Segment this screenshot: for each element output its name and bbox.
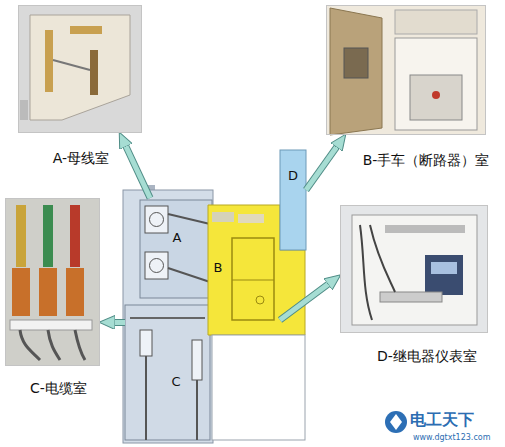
callout-arrow [100,322,125,323]
switchgear-cabinet-part [280,150,306,250]
switchgear-cabinet-part [140,330,152,356]
compartment-zone: B [208,205,280,335]
switchgear-cabinet-part [212,212,234,222]
cable-photo-part [66,268,84,316]
switchgear-cabinet-part [123,190,213,443]
cable-photo [5,198,100,366]
relay-photo [340,205,488,333]
arrow-head [100,322,112,323]
breaker-photo-part [432,91,440,99]
arrow-outline [280,283,330,320]
arrow-outline [306,145,338,190]
switchgear-cabinet-part [192,340,202,380]
switchgear-cabinet-part [168,268,210,282]
compartment-zone: D [280,150,306,250]
photo-panel: C-电缆室 [5,198,100,366]
relay-photo-part [385,225,465,233]
breaker-photo-part [410,75,462,120]
watermark-logo [385,411,407,433]
switchgear-cabinet-part [150,259,164,273]
compartment-letter: B [214,260,223,276]
compartment-letter: D [288,168,298,184]
switchgear-cabinet-part [196,380,198,440]
switchgear-cabinet-part [232,280,274,281]
arrow-shaft [280,283,330,320]
compartment-caption: D-继电器仪表室 [377,348,477,365]
compartment-zone: A [140,198,212,298]
relay-photo-part [352,215,477,325]
arrow-shaft [125,144,150,198]
switchgear-cabinet-part [145,252,168,279]
cable-photo-part [5,198,100,366]
cable-photo-part [43,205,53,267]
compartment-caption: C-电缆室 [30,380,87,397]
arrow-outline [125,144,150,198]
switchgear-cabinet-part [212,335,305,440]
arrow-head [330,275,340,282]
switchgear-cabinet-part [140,200,212,298]
cable-photo-part [16,205,26,267]
switchgear-cabinet-part [145,356,147,440]
arrow-outline [112,319,125,326]
compartment-zone: C [125,305,210,440]
relay-photo-part [360,225,395,320]
arrow-head [338,135,345,145]
busbar-photo-part [18,5,142,133]
compartment-letter: C [171,374,180,390]
busbar-photo [18,5,142,133]
relay-photo-part [431,262,457,274]
cable-photo-part [39,268,57,316]
switchgear-cabinet-part [130,317,205,319]
cable-photo-part [20,330,85,360]
photo-panel: D-继电器仪表室 [340,205,488,333]
busbar-photo-part [53,60,90,70]
busbar-photo-part [20,100,28,120]
breaker-photo-part [395,10,477,34]
cable-photo-part [12,268,30,316]
switchgear-cabinet-part [256,296,264,304]
callout-arrow [306,135,345,190]
breaker-photo-part [344,48,368,78]
watermark-logo-part [390,414,402,430]
compartment-letter: A [173,230,182,246]
cable-photo-part [70,205,80,267]
callout-arrow [280,275,340,320]
busbar-photo-part [45,30,53,92]
breaker-photo-part [330,8,382,135]
watermark-logo-part [385,411,407,433]
switchgear-cabinet-part [232,238,274,320]
arrow-head [120,133,125,144]
relay-photo-part [340,205,488,333]
watermark-text: 电工天下 [410,410,474,429]
relay-photo-part [425,255,463,295]
switchgear-cabinet-part [150,213,164,227]
switchgear-cabinet-part [145,206,168,233]
cable-photo-part [10,320,92,330]
callout-arrow [120,133,150,198]
compartment-caption: B-手车（断路器）室 [363,152,490,169]
breaker-photo-part [326,5,486,135]
switchgear-cabinet-part [125,305,210,440]
breaker-photo-part [395,38,477,130]
busbar-photo-part [90,50,98,95]
relay-photo-part [380,292,442,302]
arrow-shaft [112,320,125,325]
watermark-url: www.dgtxt123.com [413,433,491,443]
arrow-shaft [306,145,338,190]
breaker-photo [326,5,486,135]
photo-panel: B-手车（断路器）室 [326,5,486,135]
switchgear-cabinet-part [238,214,264,223]
busbar-photo-part [70,26,102,34]
busbar-photo-part [30,15,130,120]
photo-panel: A-母线室 [18,5,142,133]
switchgear-cabinet-part [168,214,210,224]
compartment-caption: A-母线室 [53,150,109,167]
